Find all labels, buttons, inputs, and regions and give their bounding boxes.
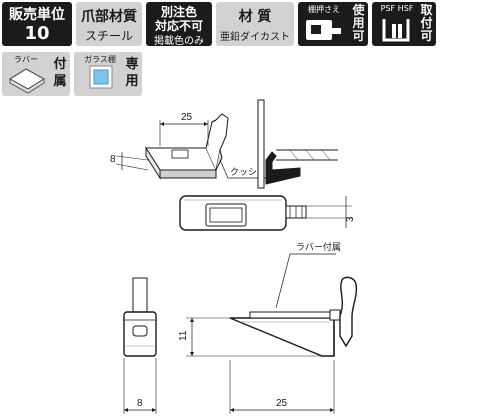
cushion-label: クッション	[230, 167, 275, 178]
shelf-stopper-badge: 棚押さえ 使用可	[298, 2, 368, 46]
glass-shelf-label: ガラス棚	[84, 55, 116, 64]
top-view	[179, 195, 352, 231]
material-badge: 材 質 亜鉛ダイカスト	[216, 2, 294, 46]
rubber-attached-label: ラバー付属	[296, 242, 341, 253]
custom-color-line2: 対応不可	[154, 19, 203, 33]
iso-dim-8: 8	[110, 154, 116, 165]
dim-8-label: 8	[137, 398, 143, 409]
material-label: 材 質	[238, 9, 272, 25]
board-side: 取付可	[420, 3, 433, 43]
rubber-pad-icon	[8, 68, 46, 94]
glass-shelf-badge: ガラス棚 専用	[74, 52, 142, 96]
custom-color-line1: 別注色	[160, 5, 197, 19]
claw-material-value: スチール	[84, 29, 133, 43]
iso-dim-25: 25	[181, 112, 193, 123]
claw-material-label: 爪部材質	[81, 9, 137, 25]
front-view	[123, 277, 157, 414]
rubber-label: ラバー	[14, 55, 38, 64]
dim-25-label: 25	[276, 398, 288, 409]
custom-color-badge: 別注色 対応不可 掲載色のみ	[146, 2, 212, 47]
sales-unit-value: 10	[24, 23, 50, 44]
rubber-badge: ラバー 付属	[2, 52, 70, 96]
shelf-stopper-label: 棚押さえ	[308, 5, 340, 14]
board-label: PSF HSF	[380, 4, 414, 13]
shelf-stopper-side: 使用可	[352, 3, 365, 43]
sales-unit-badge: 販売単位 10	[2, 2, 72, 46]
installation-view	[257, 99, 338, 189]
glass-shelf-side: 専用	[125, 57, 139, 89]
dim-11-label: 11	[178, 330, 189, 341]
sales-unit-label: 販売単位	[9, 7, 65, 23]
custom-color-line3: 掲載色のみ	[154, 36, 204, 47]
shelf-stopper-icon	[306, 20, 341, 40]
rubber-side: 付属	[53, 57, 67, 89]
glass-shelf-icon	[89, 65, 113, 89]
board-bracket-icon	[382, 19, 410, 42]
board-badge: PSF HSF 取付可	[372, 2, 436, 46]
dim-3-label: 3	[345, 216, 356, 222]
isometric-view	[115, 113, 270, 180]
side-view	[186, 253, 358, 414]
material-value: 亜鉛ダイカスト	[220, 32, 290, 43]
claw-material-badge: 爪部材質 スチール	[76, 2, 142, 46]
